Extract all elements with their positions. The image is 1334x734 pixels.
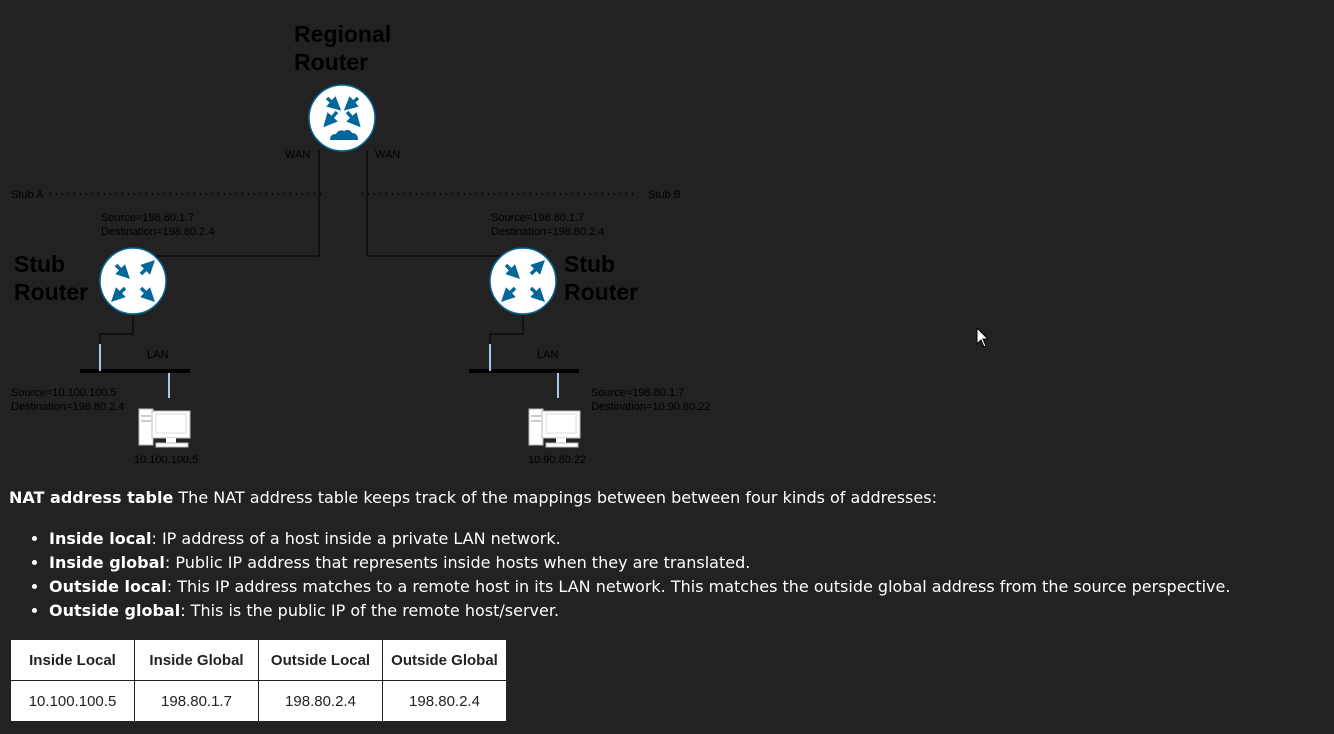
nat-heading: NAT address table (9, 488, 174, 507)
right-lan-packet-destination: Destination=10.90.80.22 (591, 401, 711, 413)
wan-left-label: WAN (285, 149, 310, 161)
list-item: Inside local: IP address of a host insid… (49, 527, 1334, 551)
regional-router-title-line1: Regional (294, 21, 391, 47)
term-inside-global: Inside global (49, 553, 165, 572)
term-description: : Public IP address that represents insi… (164, 553, 751, 572)
left-stub-router-title-line2: Router (14, 279, 88, 305)
left-stub-router-title-line1: Stub (14, 251, 65, 277)
table-header-cell: Inside Local (10, 639, 135, 681)
stub-b-label: Stub B (648, 189, 681, 201)
list-item: Inside global: Public IP address that re… (49, 551, 1334, 575)
left-lan-packet-source: Source=10.100.100.5 (11, 387, 117, 399)
right-host-ip: 10.90.80.22 (528, 454, 586, 466)
table-row: 10.100.100.5 198.80.1.7 198.80.2.4 198.8… (10, 680, 507, 722)
right-wan-packet-destination: Destination=198.80.2.4 (491, 226, 604, 238)
left-host-ip: 10.100.100.5 (134, 454, 198, 466)
left-wan-packet-destination: Destination=198.80.2.4 (101, 226, 214, 238)
left-lan-packet-destination: Destination=198.80.2.4 (11, 401, 124, 413)
left-workstation-icon (138, 408, 191, 448)
table-cell: 198.80.2.4 (382, 680, 507, 722)
stub-a-label: Stub A (11, 189, 44, 201)
left-lan-bus (80, 344, 190, 398)
nat-intro-text: The NAT address table keeps track of the… (173, 488, 937, 507)
table-cell: 198.80.2.4 (258, 680, 383, 722)
regional-router-title-line2: Router (294, 49, 368, 75)
table-header-row: Inside Local Inside Global Outside Local… (10, 639, 507, 681)
right-wan-packet-source: Source=198.80.1.7 (491, 212, 584, 224)
regional-router-icon (308, 84, 376, 152)
right-stub-router-icon (489, 247, 557, 315)
right-stub-router-title-line2: Router (564, 279, 638, 305)
term-description: : IP address of a host inside a private … (151, 529, 561, 548)
term-outside-global: Outside global (49, 601, 181, 620)
term-description: : This IP address matches to a remote ho… (166, 577, 1231, 596)
table-cell: 10.100.100.5 (10, 680, 135, 722)
list-item: Outside local: This IP address matches t… (49, 575, 1334, 599)
right-lan-bus (469, 344, 579, 398)
table-cell: 198.80.1.7 (134, 680, 259, 722)
table-header-cell: Outside Global (382, 639, 507, 681)
right-lan-label: LAN (537, 349, 558, 361)
table-header-cell: Inside Global (134, 639, 259, 681)
right-workstation-icon (528, 408, 581, 448)
wan-right-label: WAN (375, 149, 400, 161)
right-lan-packet-source: Source=198.80.1.7 (591, 387, 684, 399)
address-kinds-list: Inside local: IP address of a host insid… (9, 527, 1334, 623)
left-wan-packet-source: Source=198.80.1.7 (101, 212, 194, 224)
left-lan-label: LAN (147, 349, 168, 361)
mouse-cursor-icon (976, 327, 990, 348)
nat-address-table: Inside Local Inside Global Outside Local… (10, 639, 507, 722)
list-item: Outside global: This is the public IP of… (49, 599, 1334, 623)
wan-links (99, 150, 524, 344)
term-description: : This is the public IP of the remote ho… (180, 601, 560, 620)
right-stub-router-title-line1: Stub (564, 251, 615, 277)
term-inside-local: Inside local (49, 529, 152, 548)
term-outside-local: Outside local (49, 577, 167, 596)
network-diagram: Regional Router Stub A Stub B WAN WAN (11, 21, 711, 466)
left-stub-router-icon (99, 247, 167, 315)
nat-intro-paragraph: NAT address table The NAT address table … (9, 488, 937, 507)
table-header-cell: Outside Local (258, 639, 383, 681)
